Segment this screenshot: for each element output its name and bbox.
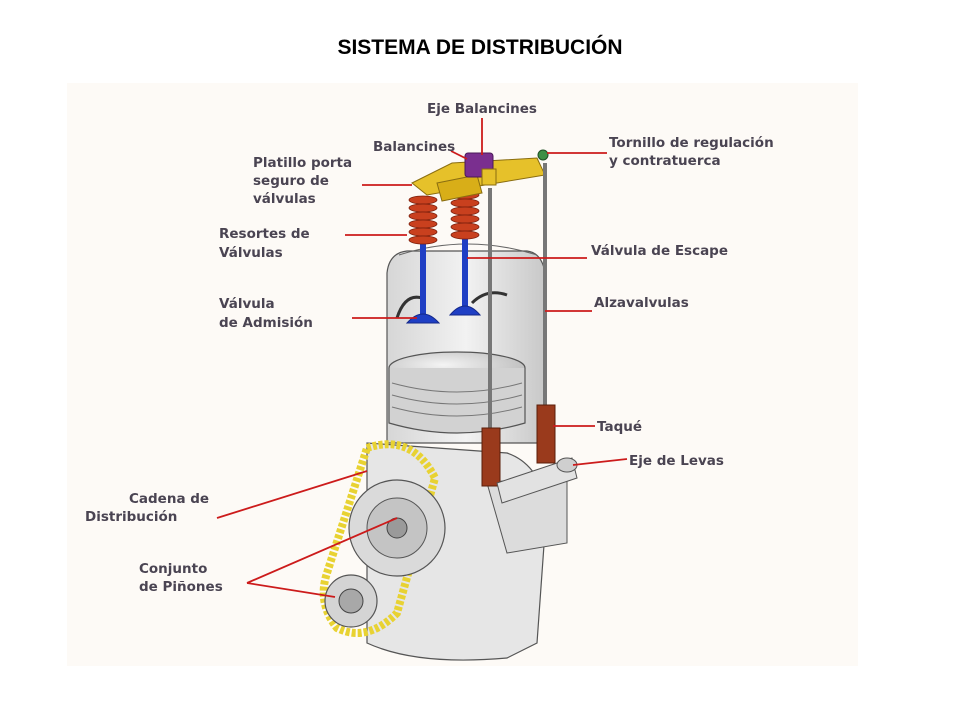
page-title: SISTEMA DE DISTRIBUCIÓN <box>337 36 623 59</box>
timing-chain <box>319 440 440 637</box>
diagram-labels: Eje Balancines Balancines Tornillo de re… <box>85 101 774 595</box>
rocker-assembly <box>411 149 549 202</box>
label-valvula-escape: Válvula de Escape <box>591 243 728 259</box>
engine-diagram: Eje Balancines Balancines Tornillo de re… <box>85 101 774 661</box>
label-resortes-2: Válvulas <box>219 245 283 261</box>
label-tornillo-1: Tornillo de regulación <box>609 135 774 151</box>
label-conjunto-1: Conjunto <box>139 561 207 577</box>
intake-port <box>395 295 423 319</box>
piston <box>388 351 526 434</box>
tappet-left <box>481 427 501 487</box>
label-admision-2: de Admisión <box>219 315 313 331</box>
label-resortes-1: Resortes de <box>219 226 310 242</box>
label-cadena-1: Cadena de <box>129 491 209 507</box>
gear-set <box>324 479 446 628</box>
label-alzavalvulas: Alzavalvulas <box>594 295 689 311</box>
diagram-panel: Eje Balancines Balancines Tornillo de re… <box>67 83 858 666</box>
label-conjunto-2: de Piñones <box>139 579 223 595</box>
label-eje-balancines: Eje Balancines <box>427 101 537 117</box>
label-platillo-2: seguro de <box>253 173 329 189</box>
camshaft <box>496 457 578 504</box>
intake-valve <box>405 243 441 324</box>
tappet-right <box>536 404 556 464</box>
label-eje-levas: Eje de Levas <box>629 453 724 469</box>
exhaust-valve <box>448 233 482 316</box>
label-tornillo-2: y contratuerca <box>609 153 721 169</box>
leader-lines <box>216 118 628 598</box>
label-platillo-3: válvulas <box>253 191 316 207</box>
label-cadena-2: Distribución <box>85 509 177 525</box>
label-admision-1: Válvula <box>219 296 275 312</box>
label-balancines: Balancines <box>373 139 455 155</box>
label-platillo-1: Platillo porta <box>253 155 352 171</box>
label-taque: Taqué <box>597 419 642 435</box>
